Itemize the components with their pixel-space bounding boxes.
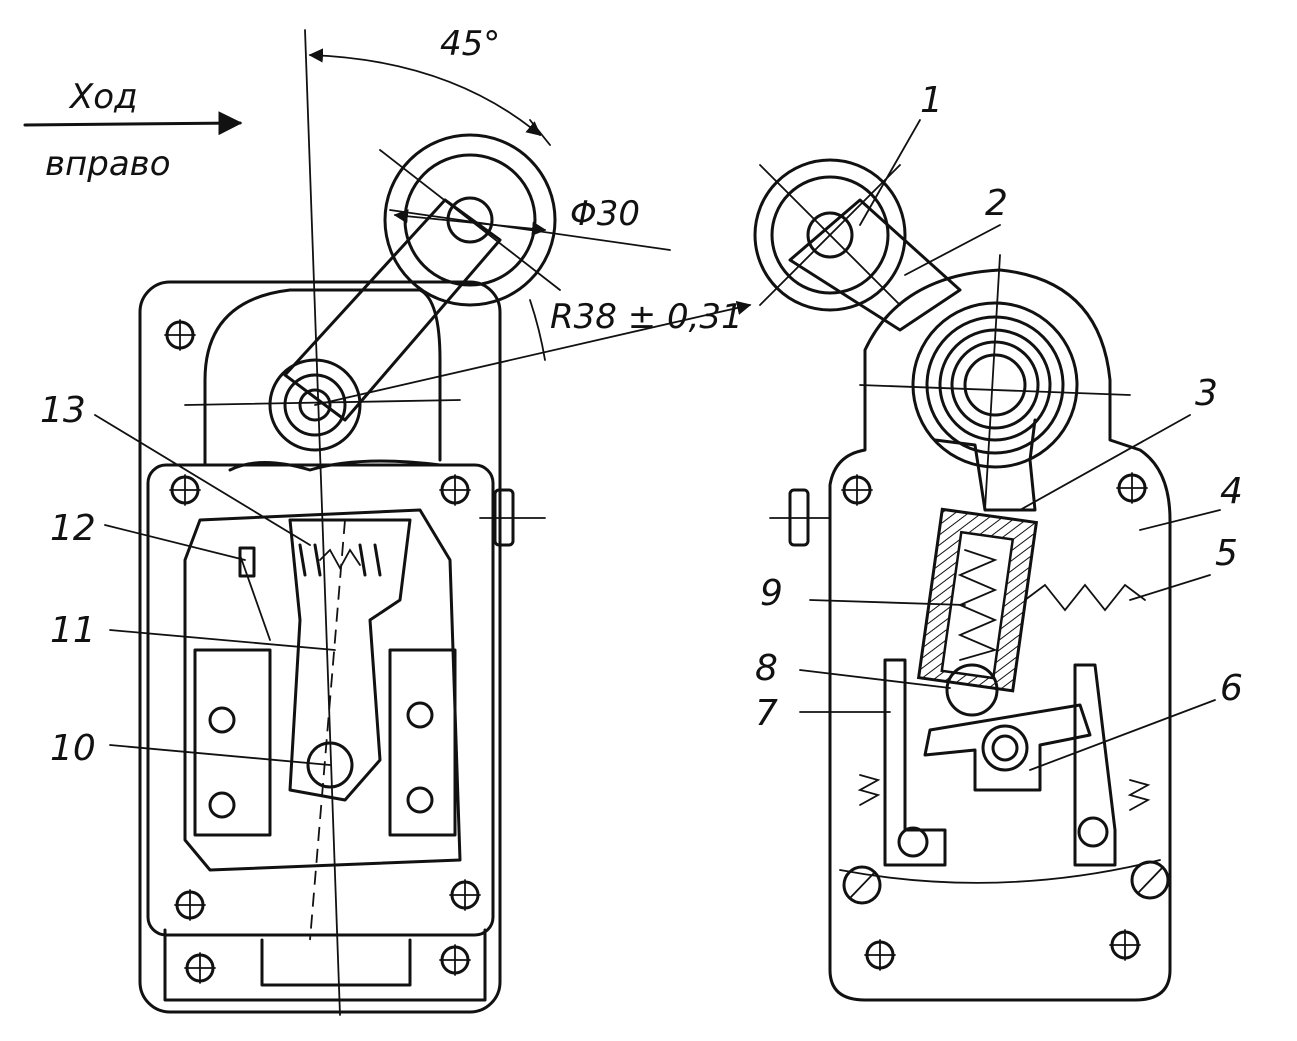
head-bracket	[203, 288, 442, 467]
lever-pivot	[268, 358, 362, 452]
callout-5: 5	[1215, 533, 1238, 574]
torsion-spring-hub	[963, 353, 1027, 417]
contact-7-left	[883, 658, 947, 867]
callout-2: 2	[985, 183, 1008, 224]
mounting-holes-right	[841, 472, 1170, 971]
right-housing-outline	[828, 268, 1172, 1002]
angle-arc	[308, 48, 542, 136]
lever-arm	[283, 198, 502, 422]
right-view	[753, 158, 1172, 1002]
rocker-6	[923, 703, 1092, 792]
base-slot	[260, 938, 412, 987]
angle-label: 45°	[440, 24, 500, 64]
cover-frame	[146, 463, 495, 937]
contact-block-right	[388, 648, 457, 837]
callout-3: 3	[1195, 373, 1218, 414]
inner-chamber	[183, 508, 462, 872]
mounting-holes-left	[164, 319, 481, 984]
travel-label-line1: Ход	[68, 77, 138, 117]
vertical-axis	[304, 29, 341, 1016]
spring-13	[319, 548, 361, 570]
contact-7-right	[1073, 663, 1117, 867]
callout-8: 8	[755, 648, 778, 689]
torsion-spring-outer	[911, 301, 1079, 469]
callout-10: 10	[50, 728, 96, 769]
travel-label-line2: вправо	[45, 144, 171, 184]
diameter-dimension-line	[393, 209, 547, 236]
callout-4: 4	[1220, 471, 1243, 512]
left-view	[138, 29, 752, 1016]
callout-9: 9	[760, 573, 783, 614]
callout-11: 11	[50, 610, 96, 651]
callout-6: 6	[1220, 668, 1243, 709]
callout-1: 1	[920, 80, 943, 121]
travel-arrow	[23, 111, 243, 136]
housing-base	[163, 928, 487, 1002]
roller-right	[753, 158, 907, 312]
ball-8	[945, 663, 999, 717]
contact-block-left	[193, 648, 272, 837]
spring-5	[1024, 583, 1146, 612]
contact-lever-pivot	[306, 741, 354, 789]
lever-arm-right	[788, 198, 962, 332]
radius-dimension-line	[314, 300, 752, 406]
callout-13: 13	[40, 390, 86, 431]
housing-outline	[138, 280, 502, 1014]
bracket-base	[228, 459, 442, 472]
callout-12: 12	[50, 508, 96, 549]
contact-lever	[288, 518, 412, 802]
radius-label: R38 ± 0,31	[550, 297, 743, 337]
callout-7: 7	[755, 693, 778, 734]
diameter-label: Φ30	[570, 194, 640, 234]
leader-lines	[94, 119, 1221, 771]
